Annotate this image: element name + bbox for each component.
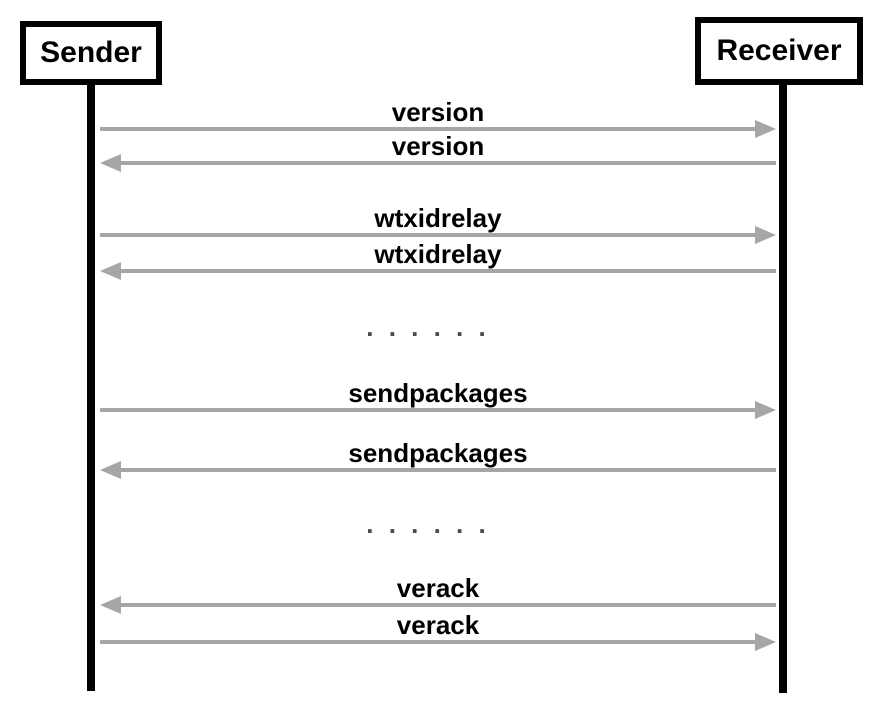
arrow-line bbox=[100, 127, 762, 131]
message-label: wtxidrelay bbox=[374, 203, 502, 233]
message-label: sendpackages bbox=[348, 378, 528, 408]
message-label: verack bbox=[396, 610, 480, 640]
message-label: wtxidrelay bbox=[374, 239, 502, 269]
message-label: version bbox=[391, 131, 485, 161]
arrow-line bbox=[100, 408, 762, 412]
actor-label-sender: Sender bbox=[40, 36, 142, 69]
arrowhead-right-icon bbox=[755, 633, 776, 651]
actor-label-receiver: Receiver bbox=[716, 34, 842, 67]
arrowhead-right-icon bbox=[755, 120, 776, 138]
ellipsis-row: . . . . . . bbox=[366, 312, 490, 342]
arrowhead-left-icon bbox=[100, 154, 121, 172]
arrow-line bbox=[114, 603, 776, 607]
actor-box-sender: Sender bbox=[20, 21, 162, 85]
lifeline-sender bbox=[87, 83, 95, 691]
arrow-line bbox=[114, 468, 776, 472]
message-label: verack bbox=[396, 573, 480, 603]
ellipsis-row: . . . . . . bbox=[366, 509, 490, 539]
lifeline-receiver bbox=[779, 83, 787, 693]
arrow-line bbox=[114, 269, 776, 273]
arrow-line bbox=[114, 161, 776, 165]
arrow-line bbox=[100, 233, 762, 237]
arrowhead-right-icon bbox=[755, 401, 776, 419]
message-label: sendpackages bbox=[348, 438, 528, 468]
arrowhead-left-icon bbox=[100, 262, 121, 280]
actor-box-receiver: Receiver bbox=[695, 17, 863, 85]
arrowhead-right-icon bbox=[755, 226, 776, 244]
arrow-line bbox=[100, 640, 762, 644]
message-label: version bbox=[391, 97, 485, 127]
arrowhead-left-icon bbox=[100, 596, 121, 614]
arrowhead-left-icon bbox=[100, 461, 121, 479]
